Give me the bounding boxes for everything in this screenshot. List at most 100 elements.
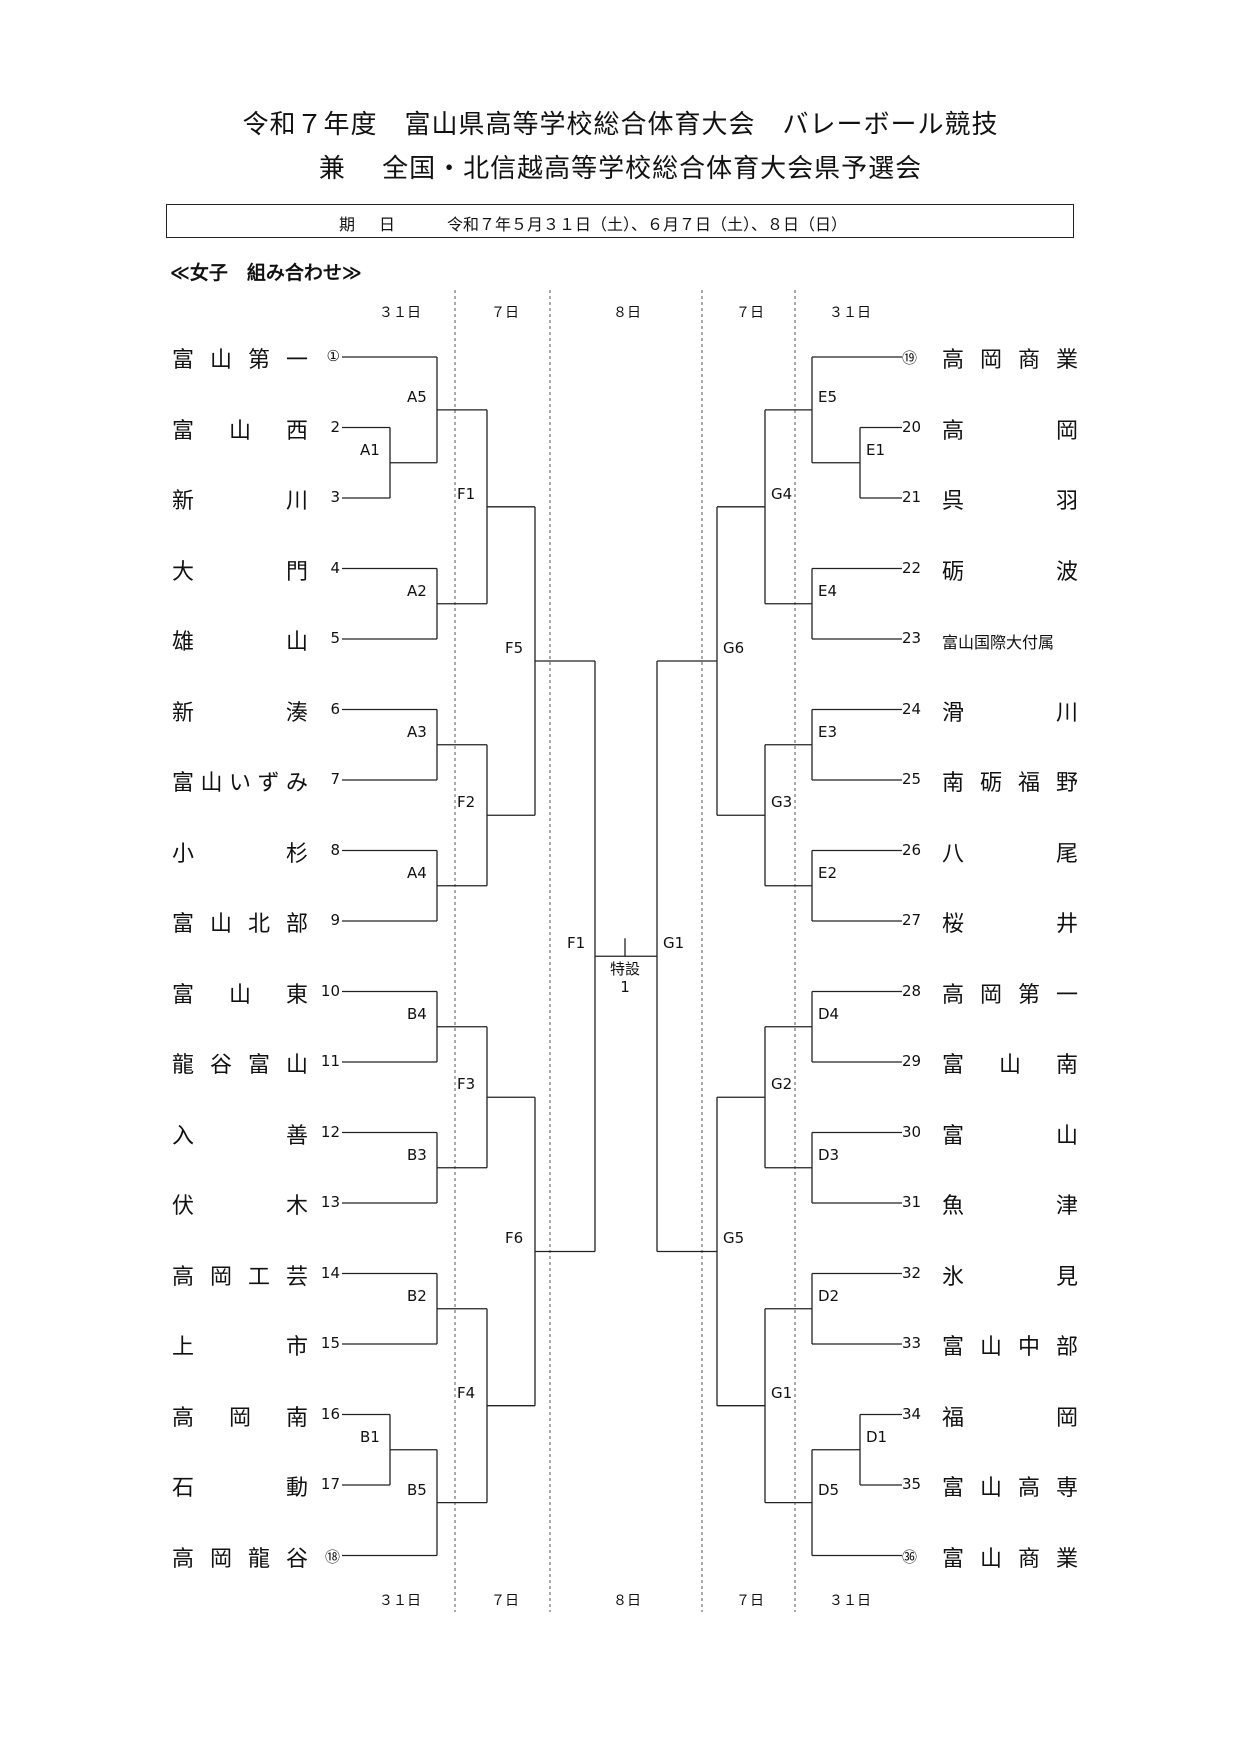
- team-name-char: 富: [247, 1053, 270, 1078]
- section-title: ≪女子 組み合わせ≫: [170, 262, 362, 284]
- round-day-bottom-1: ７日: [491, 1593, 519, 1609]
- right-seed-3: 21: [902, 488, 922, 506]
- team-name-char: 砺: [979, 771, 1002, 796]
- match-label-B2: B2: [407, 1286, 427, 1305]
- right-team-17: 富山高専: [942, 1470, 1078, 1502]
- match-label-B3: B3: [407, 1145, 427, 1164]
- right-team-2: 高岡: [942, 413, 1078, 445]
- team-name-char: 福: [942, 1405, 965, 1431]
- team-name-char: 富: [942, 1476, 965, 1501]
- team-name-char: 岡: [979, 348, 1002, 373]
- team-name-char: 山: [228, 418, 251, 444]
- team-name-char: 東: [285, 982, 308, 1008]
- team-name-char: 第: [247, 348, 270, 373]
- document-subtitle: 兼 全国・北信越高等学校総合体育大会県予選会: [318, 154, 923, 184]
- team-name-char: 波: [1055, 559, 1078, 585]
- team-name-char: 部: [285, 912, 308, 937]
- team-name-char: 野: [1055, 771, 1078, 796]
- left-team-10: 富山東: [172, 977, 308, 1009]
- team-name-char: 高: [172, 1264, 195, 1290]
- left-seed-6: 6: [330, 699, 340, 718]
- right-seed-14: 32: [902, 1263, 922, 1282]
- team-name-char: 一: [1055, 982, 1078, 1008]
- team-name-char: 入: [172, 1123, 195, 1149]
- left-team-13: 伏木: [172, 1188, 308, 1220]
- match-label-E5: E5: [818, 387, 838, 406]
- team-name-char: 山: [979, 1546, 1002, 1572]
- match-label-E3: E3: [818, 722, 838, 741]
- match-label-A3: A3: [407, 722, 427, 741]
- right-team-18: 富山商業: [942, 1541, 1078, 1573]
- right-team-16: 福岡: [942, 1400, 1078, 1432]
- left-seed-4: 4: [330, 558, 340, 577]
- round-day-top-1: ７日: [491, 305, 519, 321]
- right-seed-9: 27: [902, 911, 922, 929]
- match-label-G2: G2: [771, 1075, 793, 1094]
- match-label-D1: D1: [866, 1427, 888, 1446]
- team-name-char: 山: [209, 912, 232, 937]
- team-name-char: 岡: [979, 982, 1002, 1008]
- round-day-top-4: ３１日: [829, 305, 871, 321]
- team-name-char: い: [228, 771, 251, 796]
- round-day-bottom-2: ８日: [613, 1593, 641, 1609]
- left-seed-5: 5: [330, 629, 340, 647]
- team-name-char: 魚: [942, 1194, 965, 1219]
- left-team-11: 龍谷富山: [172, 1047, 308, 1079]
- team-name-char: 一: [285, 348, 308, 373]
- right-team-1: 高岡商業: [942, 342, 1078, 374]
- match-label-G4: G4: [771, 484, 793, 503]
- team-name-char: 業: [1055, 1546, 1078, 1572]
- team-name-char: 龍: [247, 1546, 270, 1572]
- team-name-char: 滑: [942, 700, 965, 726]
- left-seed-11: 11: [320, 1052, 340, 1070]
- team-name-char: 西: [285, 418, 308, 444]
- left-seed-7: 7: [330, 770, 340, 788]
- team-name-char: 富: [942, 1123, 965, 1149]
- match-label-D5: D5: [818, 1480, 840, 1499]
- team-name-char: 富: [942, 1053, 965, 1078]
- team-name-char: 小: [172, 841, 195, 867]
- left-team-5: 雄山: [172, 624, 308, 656]
- team-name-char: 業: [1055, 348, 1078, 373]
- match-label-F2: F2: [457, 793, 476, 812]
- match-label-A4: A4: [407, 863, 427, 882]
- date-box: 期日 令和７年５月３１日（土）、６月７日（土）、８日（日）: [166, 204, 1074, 238]
- team-name-char: 井: [1055, 912, 1078, 937]
- team-name-char: 岡: [228, 1405, 251, 1431]
- team-name-char: 上: [172, 1335, 195, 1360]
- left-seed-18: ⑱: [324, 1547, 340, 1566]
- team-name-char: 高: [172, 1405, 195, 1431]
- left-seed-12: 12: [320, 1122, 340, 1141]
- team-name-char: 川: [285, 489, 308, 514]
- right-seed-8: 26: [902, 840, 922, 859]
- right-team-13: 魚津: [942, 1188, 1078, 1220]
- team-name-char: 雄: [172, 630, 195, 655]
- team-name-char: 高: [942, 418, 965, 444]
- match-label-E2: E2: [818, 863, 838, 882]
- left-team-17: 石動: [172, 1470, 308, 1502]
- team-name-char: 商: [1017, 348, 1040, 373]
- team-name-char: 山: [200, 771, 223, 796]
- team-name-char: 川: [1055, 700, 1078, 726]
- team-name-char: 木: [285, 1194, 308, 1219]
- team-name-char: 伏: [172, 1194, 195, 1219]
- left-seed-8: 8: [330, 840, 340, 859]
- team-name-char: 八: [942, 841, 965, 867]
- match-label-F5: F5: [505, 639, 524, 658]
- match-label-G5: G5: [723, 1229, 745, 1248]
- team-name-char: 専: [1055, 1476, 1078, 1501]
- team-name-char: 山: [285, 1053, 308, 1078]
- team-name-char: 南: [285, 1405, 308, 1431]
- round-day-bottom-3: ７日: [736, 1593, 764, 1609]
- match-label-E4: E4: [818, 581, 838, 600]
- team-name-char: 南: [1055, 1053, 1078, 1078]
- match-label-B5: B5: [407, 1480, 427, 1499]
- left-team-2: 富山西: [172, 413, 308, 445]
- left-team-6: 新湊: [172, 695, 308, 727]
- team-name-char: 新: [172, 700, 195, 726]
- round-day-top-0: ３１日: [379, 305, 421, 321]
- team-name-char: 新: [172, 489, 195, 514]
- team-name-char: 高: [172, 1546, 195, 1572]
- left-team-8: 小杉: [172, 836, 308, 868]
- team-name-char: 中: [1017, 1335, 1040, 1360]
